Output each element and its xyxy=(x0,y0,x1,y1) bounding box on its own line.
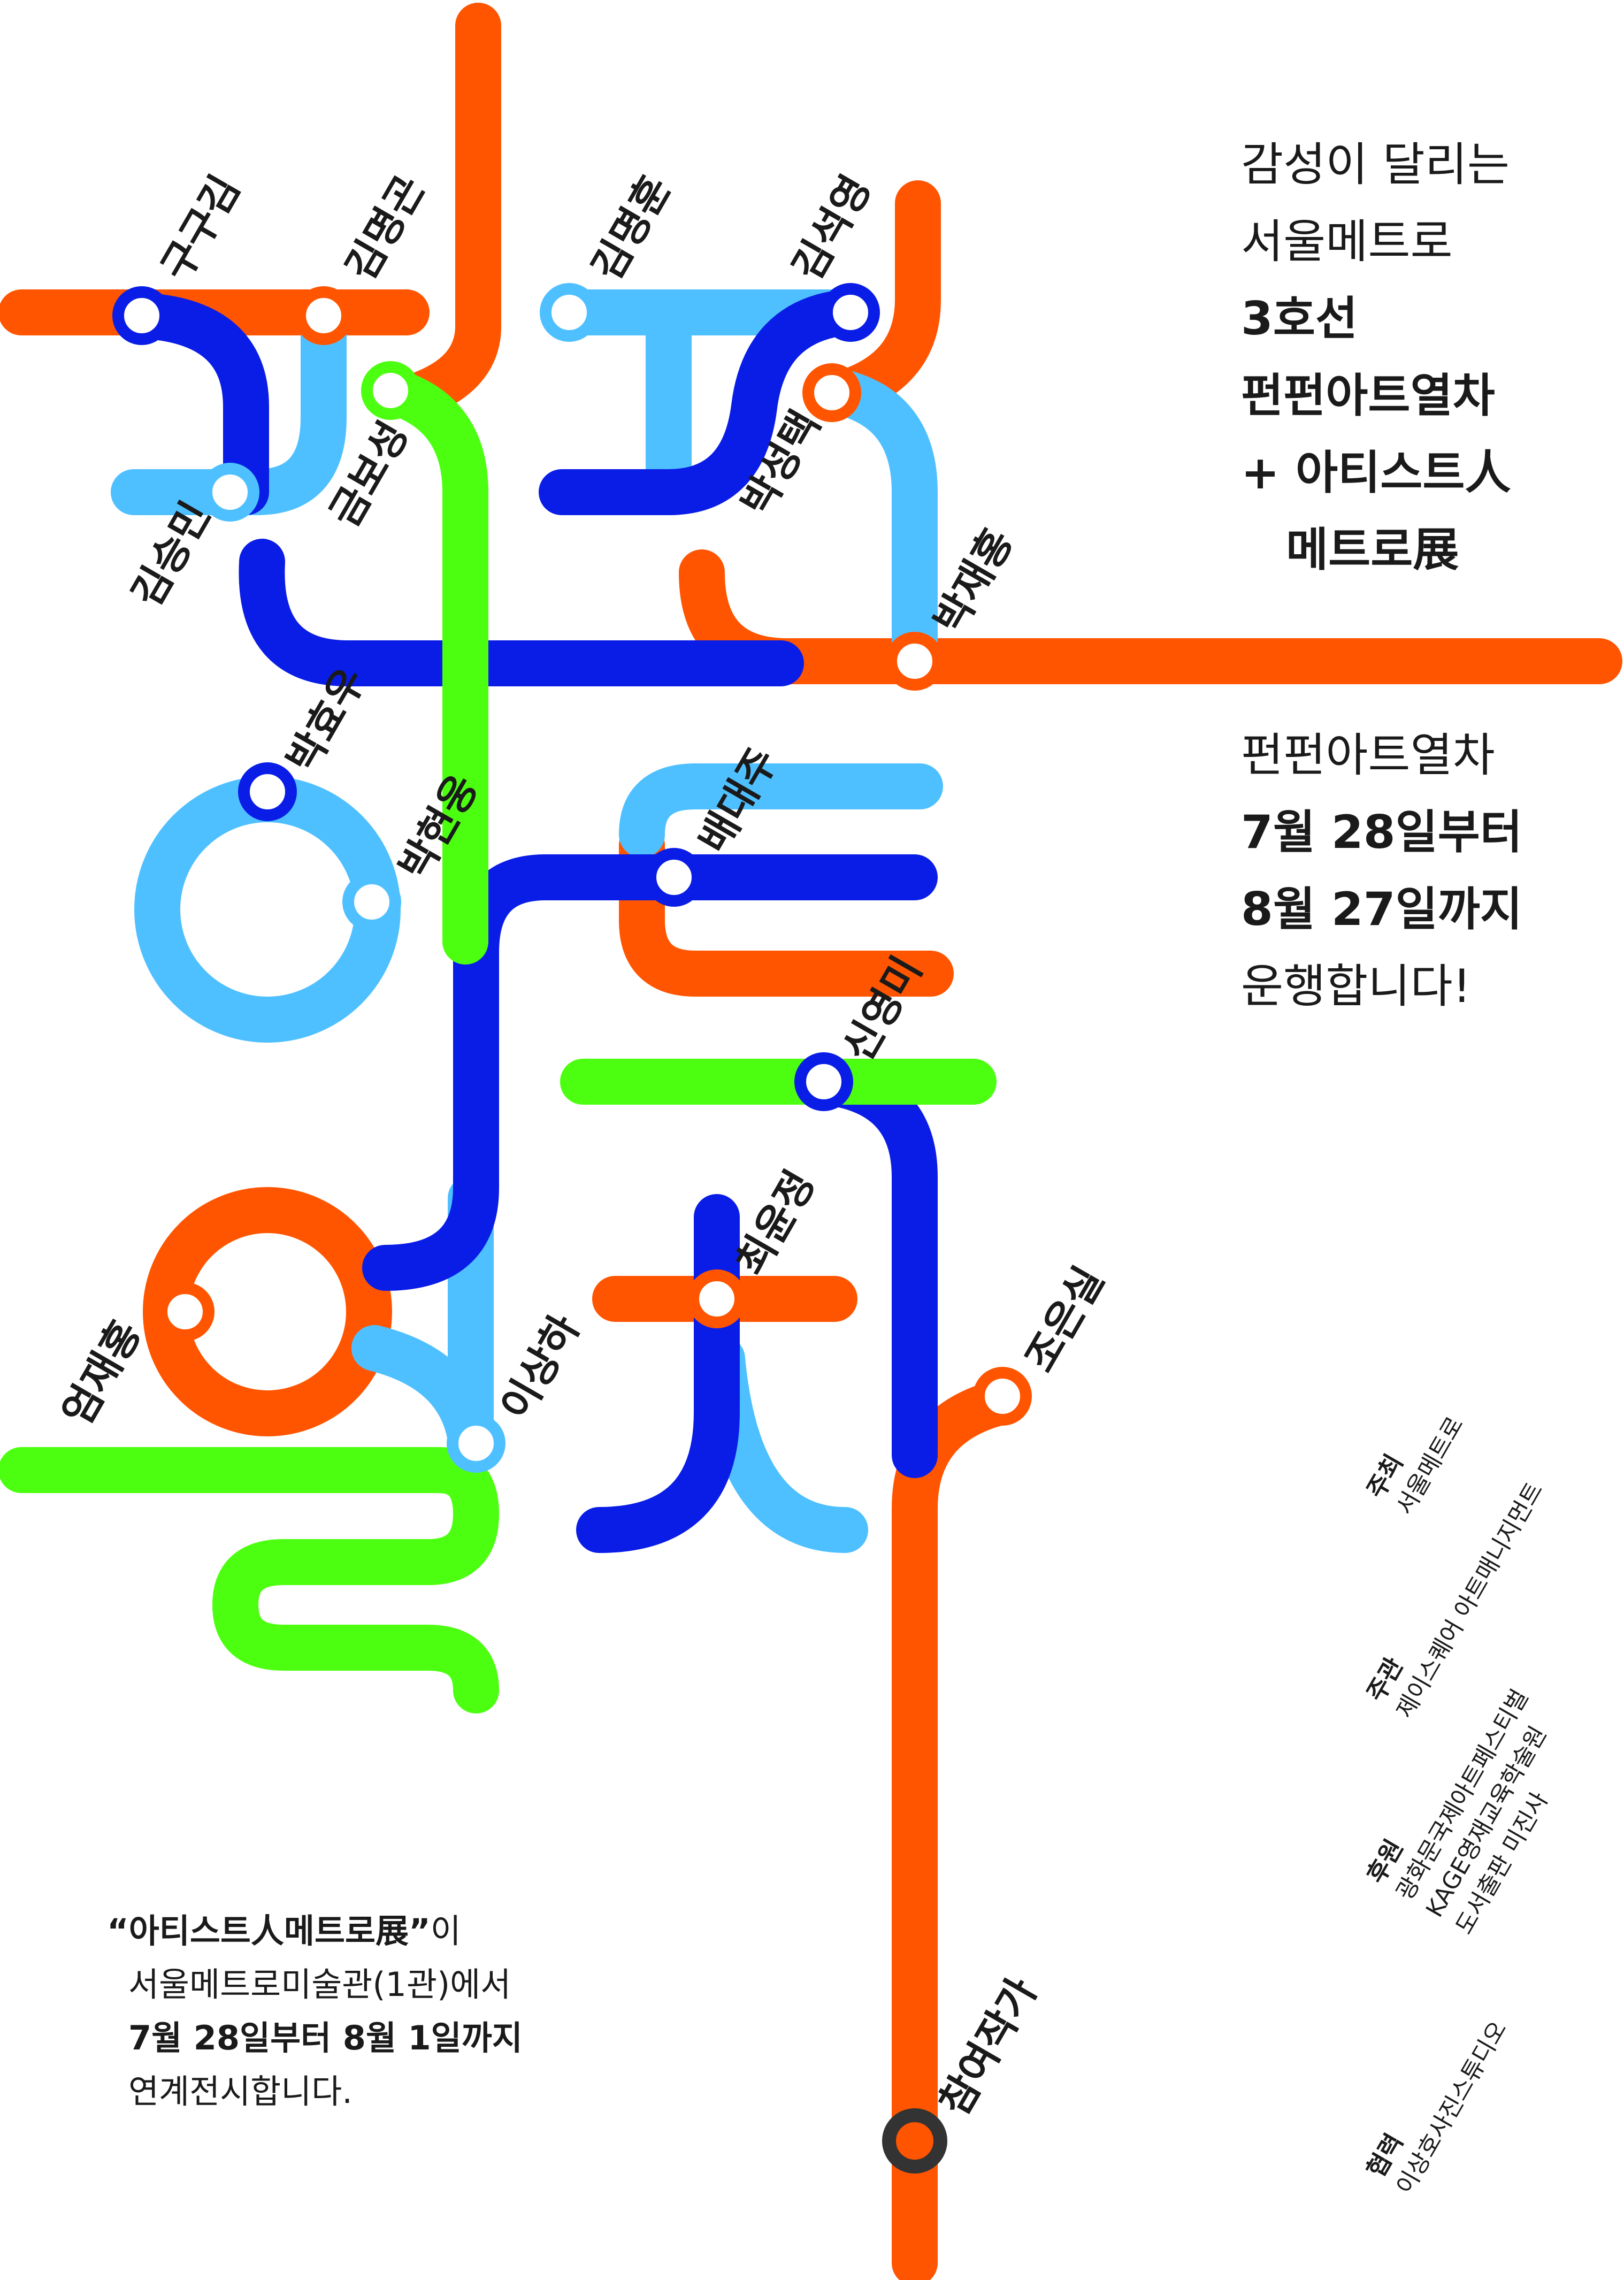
blue-line-gong-bottom xyxy=(239,539,804,686)
station-kimmyeonghun[interactable] xyxy=(540,283,599,342)
title-line-4: 펀펀아트열차 xyxy=(1241,369,1495,423)
label-kimmyeonggon: 김명곤 xyxy=(336,167,434,288)
label-joeunsil: 조은실 xyxy=(1016,1259,1113,1380)
station-joeunsil[interactable] xyxy=(973,1367,1032,1426)
orange-line-e-bottom xyxy=(619,822,954,997)
orange-line-top-vertical xyxy=(394,3,501,419)
blue-line-cha xyxy=(576,1194,740,1553)
blue-line-shinyoungmi xyxy=(801,1059,938,1478)
station-kimmyeonggon[interactable] xyxy=(294,286,353,345)
exhibit-line-3: 7월 28일부터 8월 1일까지 xyxy=(128,2018,523,2057)
blue-line-pyeon xyxy=(539,289,868,515)
title-line-1: 감성이 달리는 xyxy=(1241,138,1510,192)
label-parkjaehong: 박재홍 xyxy=(925,521,1022,641)
station-shinyoungmi[interactable] xyxy=(794,1052,853,1111)
label-leesangha: 이상하 xyxy=(492,1307,589,1428)
station-kimseungmin[interactable] xyxy=(201,463,259,522)
blue-line-yeol xyxy=(362,854,938,1291)
schedule-block: 펀펀아트열차 7월 28일부터 8월 27일까지 운행합니다! xyxy=(1241,717,1522,1025)
exhibit-line-4: 연계전시합니다. xyxy=(128,2072,353,2111)
label-parkhyowoo: 박효우 xyxy=(278,660,375,781)
label-kimseokyeong: 김석영 xyxy=(783,167,880,288)
exhibit-block: “아티스트人메트로展”이 서울메트로미술관(1관)에서 7월 28일부터 8월 … xyxy=(107,1904,523,2118)
station-baedaeju[interactable] xyxy=(645,848,703,907)
station-choiyunjeong[interactable] xyxy=(687,1269,746,1328)
skyblue-line-pyeon-right xyxy=(811,368,938,684)
station-eomjaehong[interactable] xyxy=(156,1282,215,1341)
exhibit-title-suffix: 이 xyxy=(430,1911,461,1950)
schedule-line-2: 7월 28일부터 xyxy=(1241,806,1522,859)
green-line-bottom-s xyxy=(0,1447,499,1713)
schedule-line-4: 운행합니다! xyxy=(1241,960,1472,1013)
title-block: 감성이 달리는 서울메트로 3호선 펀펀아트열차 + 아티스트人 메트로展 xyxy=(1241,126,1511,588)
station-parkseongtaek[interactable] xyxy=(802,363,861,422)
label-kimmyeonghun: 김명훈 xyxy=(583,167,680,288)
label-eomjaehong: 엄재홍 xyxy=(53,1312,150,1433)
skyblue-line-cha-leg xyxy=(699,1336,868,1553)
station-parkhyeonung[interactable] xyxy=(342,873,401,931)
station-participants[interactable] xyxy=(882,2108,947,2174)
label-participants: 참여작가 xyxy=(930,1970,1046,2123)
title-line-3: 3호선 xyxy=(1241,292,1358,346)
label-gugugim: 구구김 xyxy=(152,167,249,288)
exhibit-title: “아티스트人메트로展” xyxy=(107,1911,431,1950)
title-line-5: + 아티스트人 xyxy=(1241,446,1511,500)
label-choiyunjeong: 최윤정 xyxy=(727,1162,824,1283)
station-kimseokyeong[interactable] xyxy=(821,283,880,342)
station-parkhyowoo[interactable] xyxy=(238,762,297,821)
station-parkjaehong[interactable] xyxy=(885,632,944,691)
exhibit-line-2: 서울메트로미술관(1관)에서 xyxy=(128,1965,511,2004)
skyblue-line-e-top xyxy=(619,763,943,858)
title-line-2: 서울메트로 xyxy=(1241,215,1453,269)
station-geumboseong[interactable] xyxy=(361,361,420,420)
schedule-line-3: 8월 27일까지 xyxy=(1241,883,1522,936)
schedule-line-1: 펀펀아트열차 xyxy=(1241,729,1495,782)
station-leesangha[interactable] xyxy=(447,1414,505,1473)
station-gugugim[interactable] xyxy=(112,286,171,345)
title-line-6: 메트로展 xyxy=(1286,523,1459,577)
